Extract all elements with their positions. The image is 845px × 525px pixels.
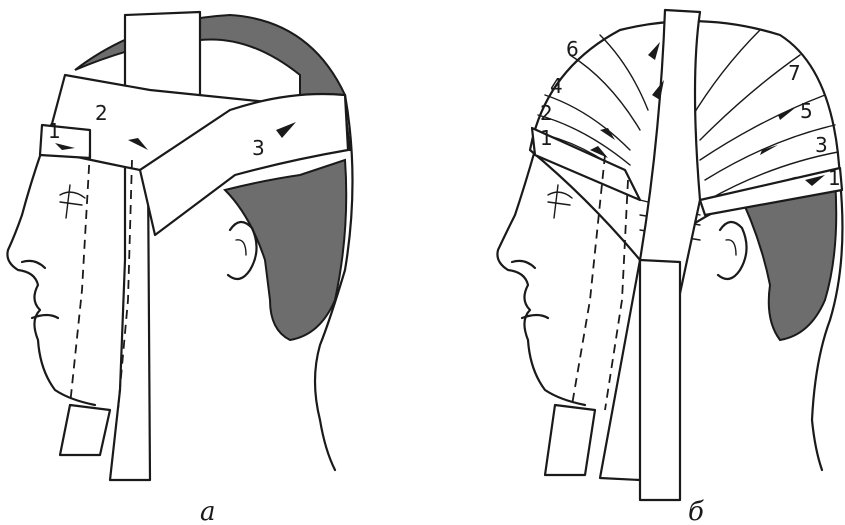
ear-icon xyxy=(228,222,257,279)
turn-label: 5 xyxy=(800,99,813,123)
caption-a: а xyxy=(200,497,216,525)
turn-label: 3 xyxy=(815,133,828,157)
figure-a: 1 2 3 а xyxy=(7,12,352,525)
turn-label: 1 xyxy=(540,126,553,150)
figure-b: 6 4 2 1 7 5 3 1 б xyxy=(497,10,842,525)
turn-label: 4 xyxy=(550,74,563,98)
turn-label: 2 xyxy=(95,101,108,125)
turn-label: 1 xyxy=(48,119,61,143)
bandage-tail-right xyxy=(640,260,680,500)
caption-b: б xyxy=(688,497,704,525)
turn-label: 2 xyxy=(540,101,553,125)
bandage-tail-left xyxy=(545,405,595,475)
hair-back-icon xyxy=(225,160,346,340)
turn-label: 1 xyxy=(828,166,841,190)
turn-label: 6 xyxy=(566,37,579,61)
turn-label: 7 xyxy=(788,61,801,85)
bandage-tail-left xyxy=(60,405,110,455)
ear-icon xyxy=(718,222,747,279)
bandage-crown-strip xyxy=(110,12,200,480)
turn-label: 3 xyxy=(252,136,265,160)
